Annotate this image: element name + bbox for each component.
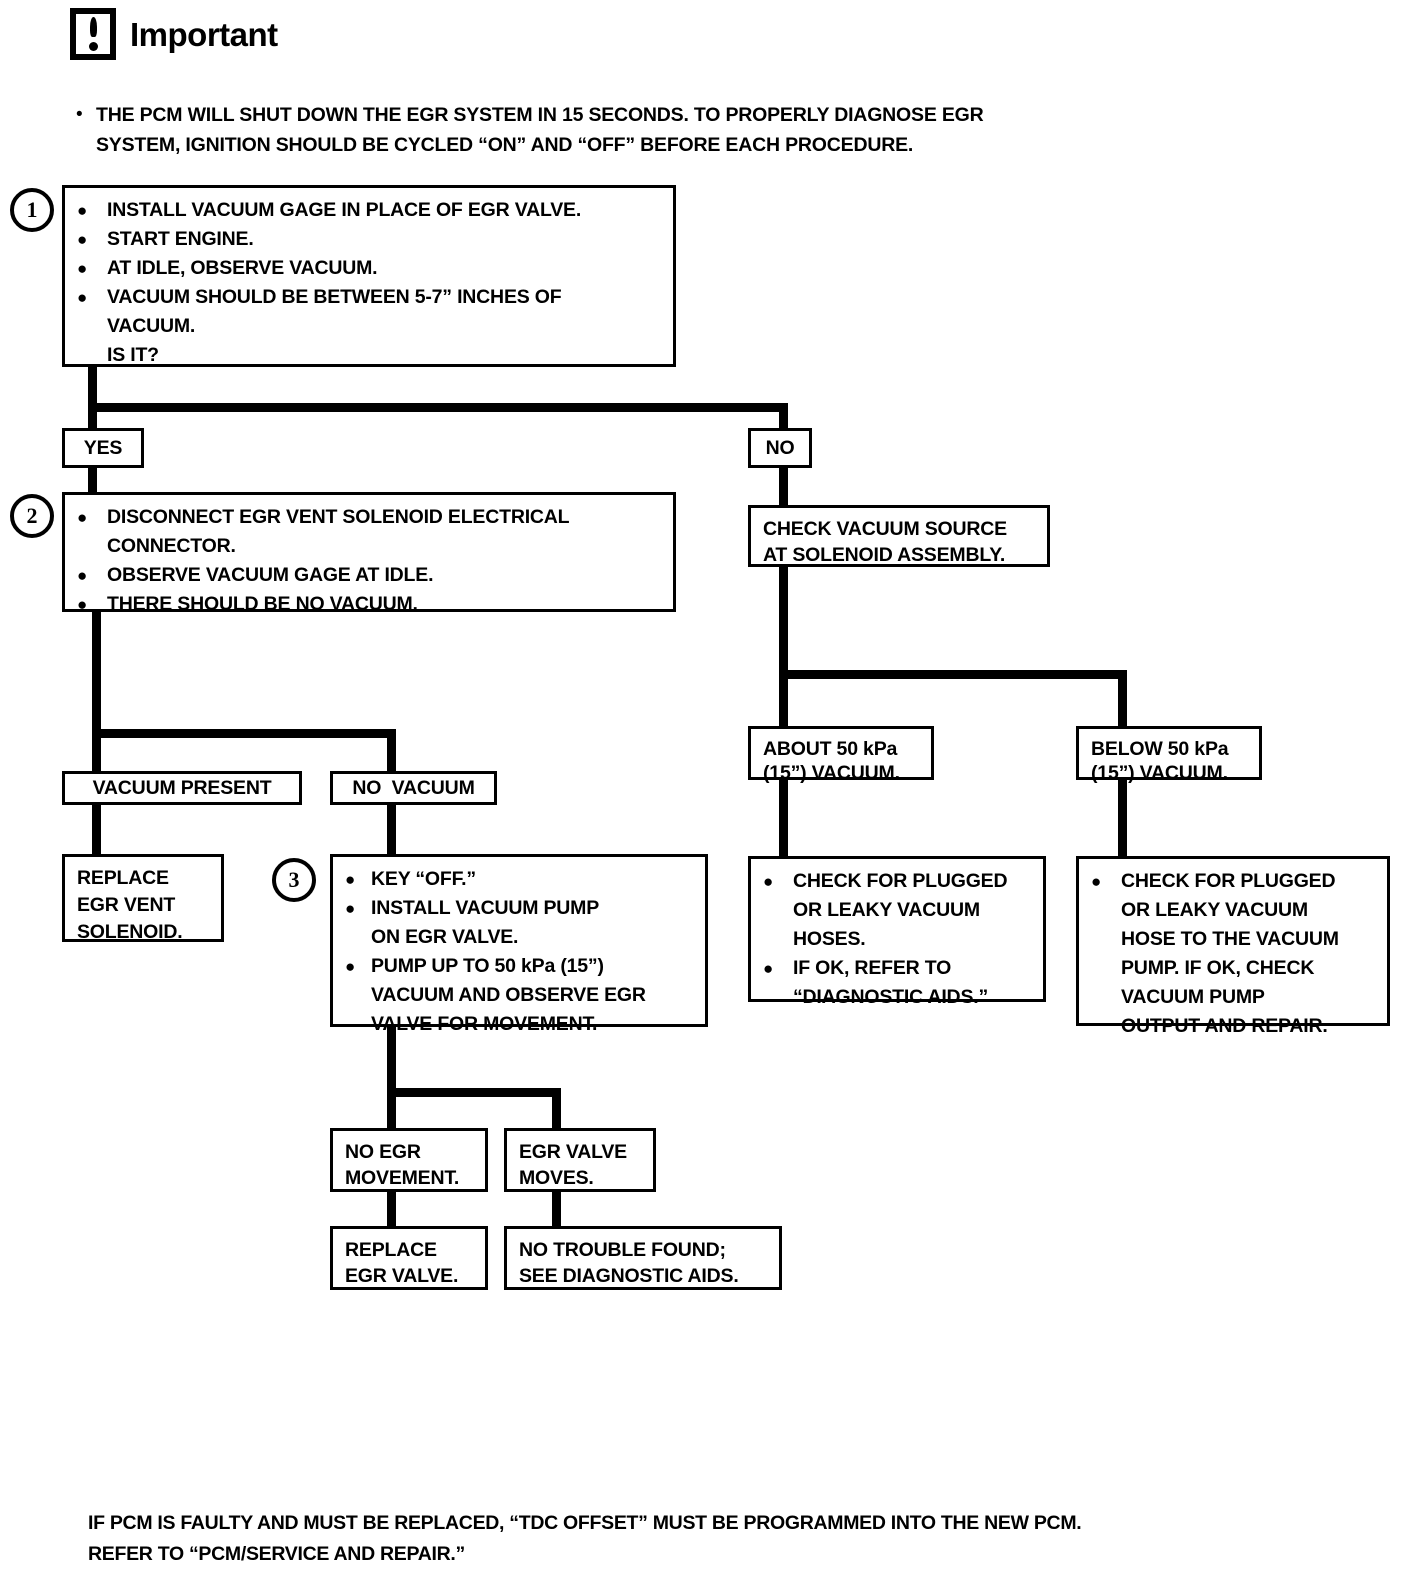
node-no-trouble-found[interactable]: NO TROUBLE FOUND; SEE DIAGNOSTIC AIDS. [504,1226,782,1290]
list-item: ● INSTALL VACUUM PUMP ON EGR VALVE. [345,894,695,952]
bullet-icon: ● [77,259,88,278]
step-3-bullet-list: ● KEY “OFF.” ● INSTALL VACUUM PUMP ON EG… [345,865,695,1039]
node-no-vacuum[interactable]: NO VACUUM [330,771,497,805]
connector-vacuum-present-down [92,729,101,773]
connector-step2-down [92,610,101,738]
footer-note: IF PCM IS FAULTY AND MUST BE REPLACED, “… [88,1508,1348,1570]
step-number-3: 3 [272,858,316,902]
list-item: ● AT IDLE, OBSERVE VACUUM. [77,254,663,283]
step-1-bullet-list: ● INSTALL VACUUM GAGE IN PLACE OF EGR VA… [77,196,663,341]
connector-about50-down [779,670,788,728]
connector-yes-to-step2 [88,464,97,494]
list-item: ● PUMP UP TO 50 kPa (15”) VACUUM AND OBS… [345,952,695,1039]
connector-egr-moves-down [552,1088,561,1130]
bullet-icon: ● [77,201,88,220]
step-1-question: IS IT? [107,344,159,366]
bullet-icon: ● [77,566,88,585]
node-step-2[interactable]: ● DISCONNECT EGR VENT SOLENOID ELECTRICA… [62,492,676,615]
node-egr-valve-moves[interactable]: EGR VALVE MOVES. [504,1128,656,1192]
node-check-vacuum-source[interactable]: CHECK VACUUM SOURCE AT SOLENOID ASSEMBLY… [748,505,1050,567]
connector-check-down [779,565,788,679]
connector-no-egr-down [387,1088,396,1130]
step-number-2: 2 [10,494,54,538]
list-item: ● CHECK FOR PLUGGED OR LEAKY VACUUM HOSE… [763,867,1033,954]
step-2-bullet-list: ● DISCONNECT EGR VENT SOLENOID ELECTRICA… [77,503,663,619]
important-header: Important [70,8,278,60]
list-item: ● INSTALL VACUUM GAGE IN PLACE OF EGR VA… [77,196,663,225]
important-note: • THE PCM WILL SHUT DOWN THE EGR SYSTEM … [76,100,1196,160]
note-line-2: SYSTEM, IGNITION SHOULD BE CYCLED “ON” A… [96,134,914,156]
connector-no-to-check [779,464,788,506]
bullet-icon: ● [345,870,356,889]
node-replace-egr-vent-solenoid[interactable]: REPLACE EGR VENT SOLENOID. [62,854,224,943]
list-item: ● IF OK, REFER TO “DIAGNOSTIC AIDS.” [763,954,1033,1012]
node-no-label[interactable]: NO [748,428,812,468]
node-about-50-kpa[interactable]: ABOUT 50 kPa (15”) VACUUM. [748,726,934,784]
connector-step3-horizontal [387,1088,561,1097]
node-no-egr-movement[interactable]: NO EGR MOVEMENT. [330,1128,488,1192]
list-item: ● KEY “OFF.” [345,865,695,894]
step-number-1: 1 [10,188,54,232]
connector-step3-down [387,1024,396,1100]
list-item: ● VACUUM SHOULD BE BETWEEN 5-7” INCHES O… [77,283,663,341]
bullet-icon: ● [77,288,88,307]
list-item: ● DISCONNECT EGR VENT SOLENOID ELECTRICA… [77,503,663,561]
check-hose-pump-bullet-list: ● CHECK FOR PLUGGED OR LEAKY VACUUM HOSE… [1091,867,1377,1041]
node-below-50-kpa[interactable]: BELOW 50 kPa (15”) VACUUM. [1076,726,1262,784]
bullet-icon: ● [345,899,356,918]
connector-step1-down [88,364,97,412]
bullet-icon: ● [763,872,774,891]
bullet-icon: ● [77,230,88,249]
connector-below50-to-action [1118,778,1127,860]
connector-yes-down [88,403,97,431]
check-hoses-bullet-list: ● CHECK FOR PLUGGED OR LEAKY VACUUM HOSE… [763,867,1033,1012]
node-vacuum-present[interactable]: VACUUM PRESENT [62,771,302,805]
connector-no-egr-to-replace [387,1190,396,1228]
connector-step1-horizontal [88,403,788,412]
bullet-icon: ● [77,508,88,527]
node-step-1[interactable]: ● INSTALL VACUUM GAGE IN PLACE OF EGR VA… [62,185,676,367]
connector-nv-to-step3 [387,802,396,856]
node-check-plugged-hose-pump[interactable]: ● CHECK FOR PLUGGED OR LEAKY VACUUM HOSE… [1076,856,1390,1037]
note-line-1: THE PCM WILL SHUT DOWN THE EGR SYSTEM IN… [96,104,984,126]
bullet-icon: ● [763,959,774,978]
node-check-plugged-hoses[interactable]: ● CHECK FOR PLUGGED OR LEAKY VACUUM HOSE… [748,856,1046,1008]
bullet-icon: ● [77,595,88,614]
connector-vp-to-replace [92,802,101,856]
list-item: ● THERE SHOULD BE NO VACUUM. [77,590,663,619]
connector-no-down [779,403,788,431]
node-yes-label[interactable]: YES [62,428,144,468]
bullet-icon: ● [345,957,356,976]
page-title: Important [130,15,278,53]
connector-about50-to-action [779,778,788,860]
node-replace-egr-valve[interactable]: REPLACE EGR VALVE. [330,1226,488,1290]
connector-step2-horizontal [92,729,396,738]
note-bullet-row: • THE PCM WILL SHUT DOWN THE EGR SYSTEM … [76,100,1196,160]
connector-no-vacuum-down [387,729,396,773]
bullet-icon: ● [1091,872,1102,891]
list-item: ● CHECK FOR PLUGGED OR LEAKY VACUUM HOSE… [1091,867,1377,1041]
footer-line-1: IF PCM IS FAULTY AND MUST BE REPLACED, “… [88,1512,1082,1534]
list-item: ● START ENGINE. [77,225,663,254]
connector-below50-down [1118,670,1127,728]
connector-check-horizontal [779,670,1127,679]
important-exclamation-icon [70,8,116,60]
list-item: ● OBSERVE VACUUM GAGE AT IDLE. [77,561,663,590]
bullet-icon: • [76,104,83,125]
node-step-3[interactable]: ● KEY “OFF.” ● INSTALL VACUUM PUMP ON EG… [330,854,708,1035]
connector-moves-to-ntf [552,1190,561,1228]
footer-line-2: REFER TO “PCM/SERVICE AND REPAIR.” [88,1543,465,1565]
